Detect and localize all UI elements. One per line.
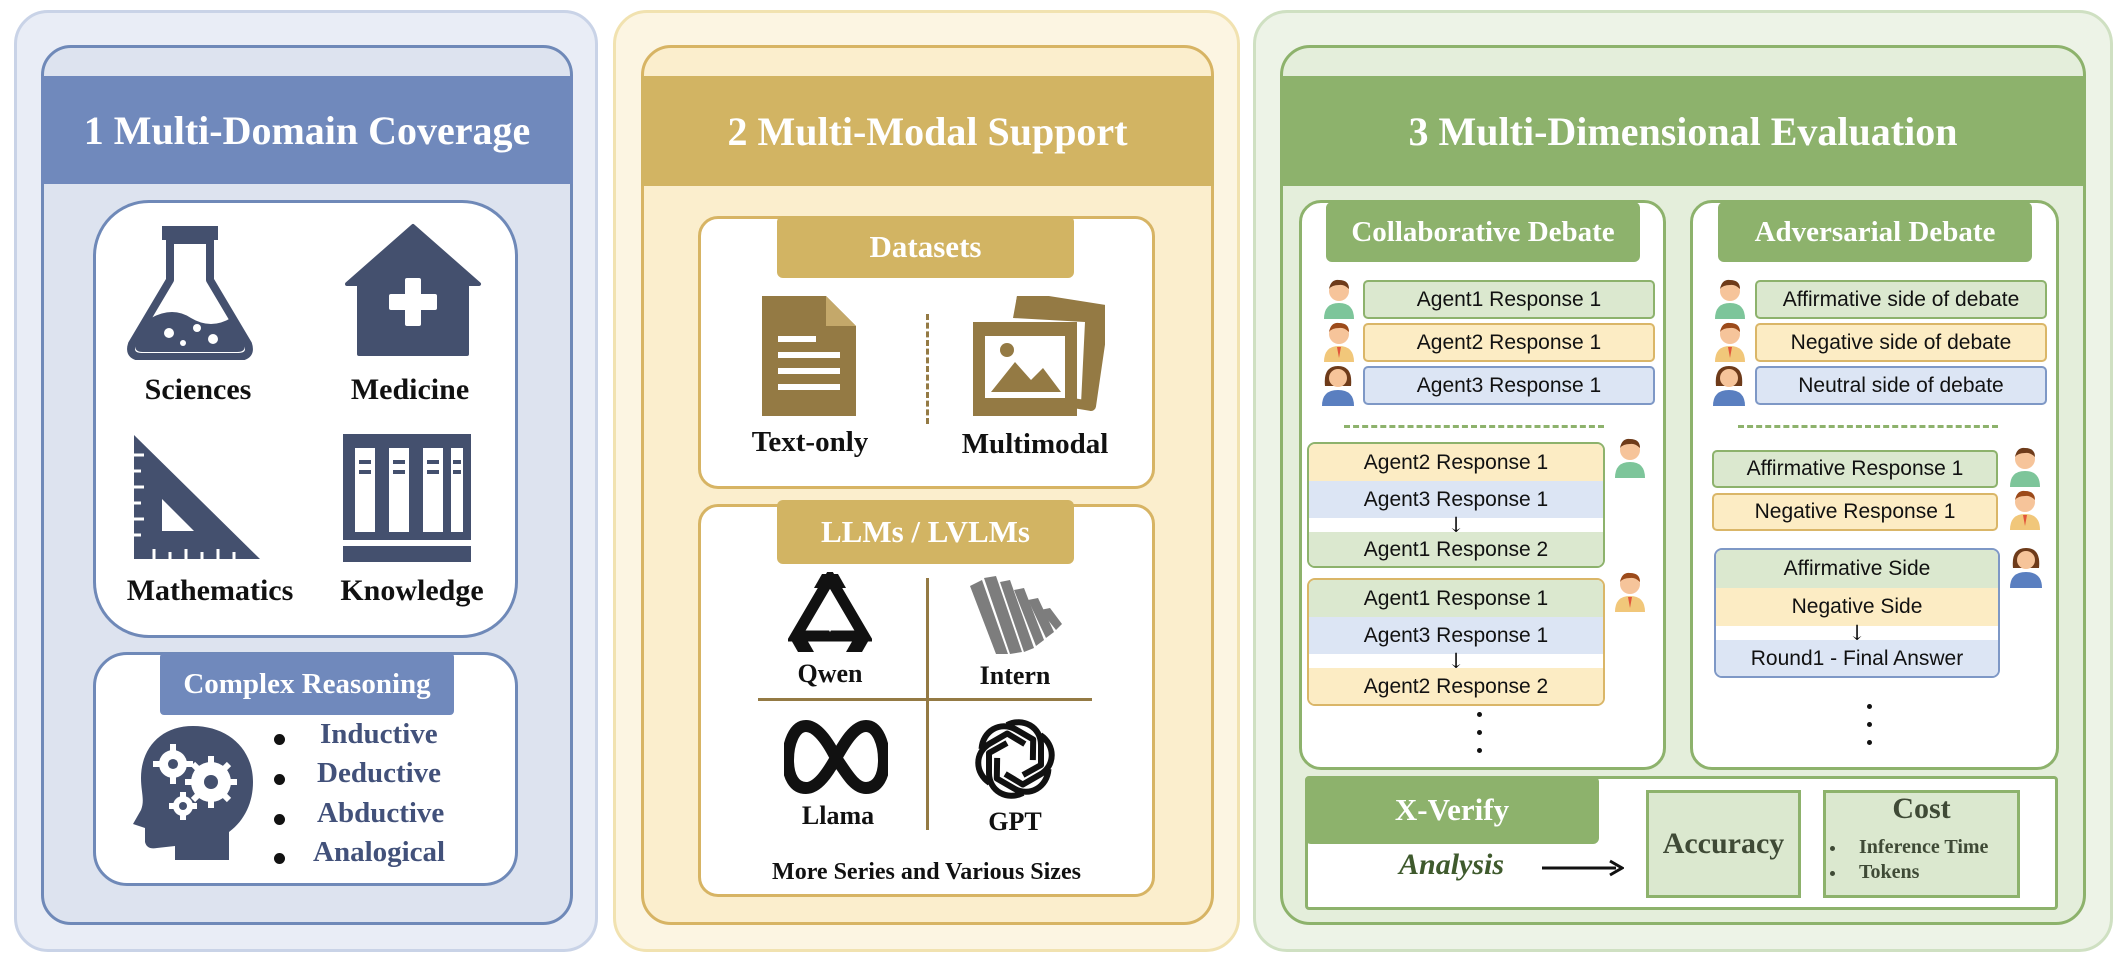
stack-row: Round1 - Final Answer xyxy=(1716,640,1998,676)
adv-more-dots xyxy=(1867,704,1872,745)
agent-avatar-icon xyxy=(1322,366,1354,406)
arrow-down-icon: ↓ xyxy=(1716,621,1998,645)
model-label-qwen: Qwen xyxy=(797,659,863,688)
panel-multi-domain-title: 1 Multi-Domain Coverage xyxy=(41,76,573,184)
flask-icon xyxy=(127,226,253,360)
image-gallery-icon xyxy=(973,296,1105,416)
bullet xyxy=(274,774,285,785)
reasoning-item-deductive: Deductive xyxy=(317,757,442,789)
bookshelf-icon xyxy=(343,434,471,562)
adv-affirmative-side: Affirmative side of debate xyxy=(1755,280,2047,319)
arrow-down-icon: ↓ xyxy=(1309,513,1603,537)
negative-avatar-icon xyxy=(1715,322,1745,362)
cost-box xyxy=(1823,790,2020,898)
reasoning-title: Complex Reasoning xyxy=(160,653,454,715)
collab-round1-agent3: Agent3 Response 1 xyxy=(1363,366,1655,405)
bullet xyxy=(274,734,285,745)
agent-avatar-icon xyxy=(1615,572,1645,612)
adv-negative-side: Negative side of debate xyxy=(1755,323,2047,362)
set-square-icon xyxy=(134,435,260,559)
domain-label-mathematics: Mathematics xyxy=(126,574,294,607)
datasets-divider xyxy=(926,314,929,424)
stack-row: Agent1 Response 2 xyxy=(1309,532,1603,566)
domain-label-medicine: Medicine xyxy=(350,373,470,406)
reasoning-item-analogical: Analogical xyxy=(313,836,446,868)
neutral-avatar-icon xyxy=(1713,366,1745,406)
stack-row: Agent1 Response 1 xyxy=(1309,580,1603,617)
collab-round2-agent1-block: Agent2 Response 1 Agent3 Response 1 ↓ Ag… xyxy=(1307,442,1605,568)
cost-title: Cost xyxy=(1892,792,1951,825)
stack-row: Agent2 Response 1 xyxy=(1309,444,1603,481)
dataset-label-multimodal: Multimodal xyxy=(961,427,1109,460)
models-divider-horizontal xyxy=(758,698,1092,701)
negative-avatar-icon xyxy=(2010,490,2040,530)
models-footer: More Series and Various Sizes xyxy=(772,858,1081,885)
stack-row: Negative Side xyxy=(1716,588,1998,626)
collab-round1-agent2: Agent2 Response 1 xyxy=(1363,323,1655,362)
qwen-logo-icon xyxy=(788,572,872,652)
adv-separator xyxy=(1738,425,1998,428)
collab-separator xyxy=(1344,425,1604,428)
accuracy-box: Accuracy xyxy=(1646,790,1801,898)
affirmative-avatar-icon xyxy=(1715,279,1745,319)
bullet xyxy=(274,814,285,825)
cost-item-inference-time: Inference Time xyxy=(1859,836,1989,858)
panel-multi-modal-title: 2 Multi-Modal Support xyxy=(641,76,1214,186)
collab-round2-agent2-block: Agent1 Response 1 Agent3 Response 1 ↓ Ag… xyxy=(1307,578,1605,706)
adv-judge-block: Affirmative Side Negative Side ↓ Round1 … xyxy=(1714,548,2000,678)
adv-neutral-side: Neutral side of debate xyxy=(1755,366,2047,405)
bullet xyxy=(274,853,285,864)
adversarial-debate-title: Adversarial Debate xyxy=(1718,202,2032,262)
adv-affirmative-response: Affirmative Response 1 xyxy=(1712,450,1998,488)
x-verify-title: X-Verify xyxy=(1305,776,1599,844)
stack-row: Agent3 Response 1 xyxy=(1309,481,1603,518)
reasoning-item-inductive: Inductive xyxy=(320,718,438,750)
medical-house-icon xyxy=(345,224,481,356)
meta-logo-icon xyxy=(784,720,888,794)
domain-label-sciences: Sciences xyxy=(144,373,252,406)
model-label-intern: Intern xyxy=(979,661,1051,690)
collab-round1-agent1: Agent1 Response 1 xyxy=(1363,280,1655,319)
model-label-llama: Llama xyxy=(801,801,875,830)
text-document-icon xyxy=(762,296,856,416)
stack-row: Affirmative Side xyxy=(1716,550,1998,588)
openai-logo-icon xyxy=(975,719,1055,799)
intern-logo-icon xyxy=(970,576,1062,654)
bullet xyxy=(1830,846,1835,851)
bullet xyxy=(1830,871,1835,876)
neutral-avatar-icon xyxy=(2010,548,2042,588)
agent-avatar-icon xyxy=(1324,322,1354,362)
arrow-right-icon xyxy=(1542,859,1624,877)
head-gears-icon xyxy=(133,726,253,860)
agent-avatar-icon xyxy=(1615,438,1645,478)
model-label-gpt: GPT xyxy=(988,807,1042,836)
stack-row: Agent3 Response 1 xyxy=(1309,617,1603,654)
affirmative-avatar-icon xyxy=(2010,447,2040,487)
agent-avatar-icon xyxy=(1324,279,1354,319)
cost-item-tokens: Tokens xyxy=(1859,861,1920,883)
arrow-down-icon: ↓ xyxy=(1309,649,1603,673)
models-title: LLMs / LVLMs xyxy=(777,500,1074,564)
collaborative-debate-title: Collaborative Debate xyxy=(1326,202,1640,262)
datasets-title: Datasets xyxy=(777,216,1074,278)
analysis-label: Analysis xyxy=(1399,848,1505,881)
dataset-label-text-only: Text-only xyxy=(751,425,869,458)
collab-more-dots xyxy=(1477,712,1482,753)
panel-multi-dimensional-title: 3 Multi-Dimensional Evaluation xyxy=(1280,76,2086,186)
models-divider-vertical xyxy=(926,578,929,830)
stack-row: Agent2 Response 2 xyxy=(1309,668,1603,704)
domain-label-knowledge: Knowledge xyxy=(340,574,484,607)
adv-negative-response: Negative Response 1 xyxy=(1712,493,1998,531)
reasoning-item-abductive: Abductive xyxy=(317,797,445,829)
